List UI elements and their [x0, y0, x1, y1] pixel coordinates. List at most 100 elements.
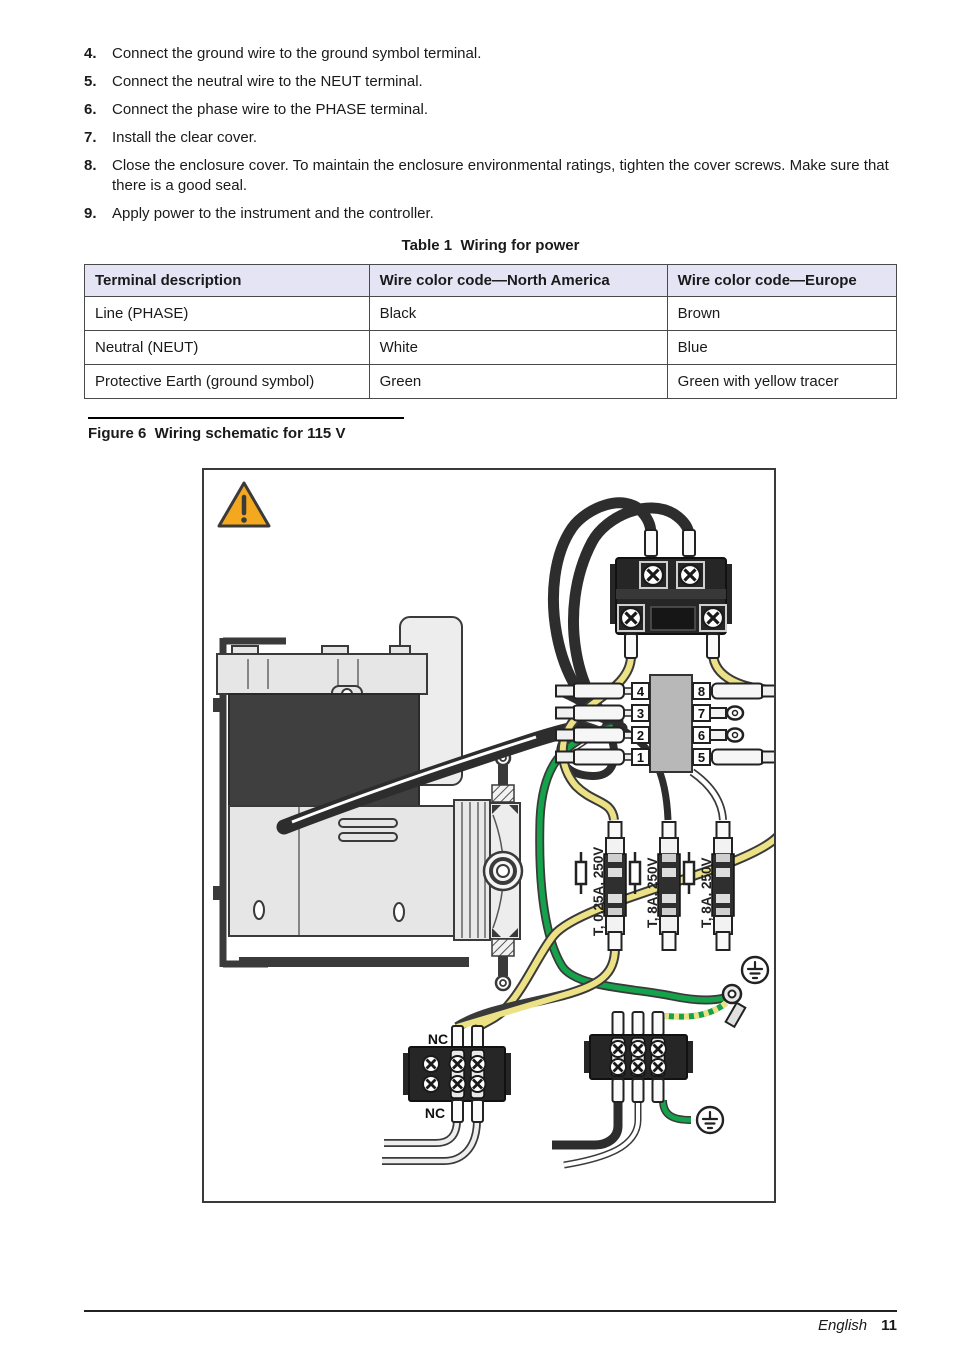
col-header-europe: Wire color code—Europe: [666, 264, 898, 297]
terminal-number: 2: [637, 728, 644, 743]
ferrule: [471, 1025, 484, 1049]
ferrule: [644, 529, 658, 557]
step-number: 4.: [84, 45, 97, 62]
col-header-terminal: Terminal description: [84, 264, 370, 297]
ground-icon: [695, 1105, 725, 1135]
green-yellow-striped-wire: [664, 1000, 728, 1020]
cell: Brown: [666, 296, 898, 331]
nc-terminal-block: NC NC: [403, 1025, 511, 1123]
white-output-wire: [563, 1100, 640, 1167]
ferrule: [651, 1011, 665, 1036]
step-item: 7. Install the clear cover.: [84, 128, 897, 148]
ferrule: [611, 1011, 625, 1036]
step-number: 5.: [84, 73, 97, 90]
fuse-2: T, 8A, 250V: [628, 821, 681, 951]
screw-icon: [648, 1057, 668, 1077]
green-ground-wire: [536, 724, 725, 1003]
fuse-1: T, 0.25A, 250V: [574, 821, 627, 951]
step-item: 9. Apply power to the instrument and the…: [84, 204, 897, 224]
connector-block: 4 3 2 1 8 7 6 5: [555, 674, 774, 773]
gray-wire-1: [384, 1119, 460, 1146]
nc-label-top: NC: [428, 1031, 448, 1047]
spade-connectors-left: [555, 682, 634, 766]
terminal-number: 7: [698, 706, 705, 721]
ferrule: [682, 529, 696, 557]
page-footer: English 11: [84, 1310, 897, 1334]
wiring-schematic-figure: 4 3 2 1 8 7 6 5: [202, 468, 776, 1203]
step-text: Close the enclosure cover. To maintain t…: [112, 157, 889, 194]
screw-icon: [628, 1057, 648, 1077]
terminal-number: 5: [698, 750, 705, 765]
step-number: 8.: [84, 157, 97, 174]
gland-nut-bottom: [491, 938, 515, 957]
wiring-table: Terminal description Wire color code—Nor…: [84, 264, 898, 399]
motor-body: [228, 805, 469, 967]
step-number: 9.: [84, 205, 97, 222]
black-output-wire: [552, 1100, 623, 1150]
footer-language: English: [817, 1317, 868, 1334]
cell: White: [368, 330, 668, 365]
table-title: Table 1 Wiring for power: [401, 237, 580, 254]
screw-icon: [701, 606, 725, 630]
footer-page-number: 11: [881, 1317, 897, 1334]
spade-connectors-right: [709, 682, 774, 766]
screw-icon: [421, 1054, 441, 1074]
terminal-number: 1: [637, 750, 644, 765]
step-item: 4. Connect the ground wire to the ground…: [84, 44, 897, 64]
pump-head: [482, 749, 524, 992]
output-terminal-block: [584, 1011, 693, 1103]
fuse-symbol-icon: [628, 860, 642, 886]
step-text: Connect the phase wire to the PHASE term…: [112, 101, 428, 118]
terminal-numbers: 4 3 2 1 8 7 6 5: [631, 682, 711, 766]
screw-icon: [421, 1074, 441, 1094]
cell: Black: [368, 296, 668, 331]
fuses: T, 0.25A, 250V T, 8A, 250V: [574, 821, 735, 951]
ferrule: [651, 1078, 665, 1103]
step-number: 7.: [84, 129, 97, 146]
figure-title: Figure 6 Wiring schematic for 115 V: [88, 417, 404, 442]
ground-icon: [740, 955, 770, 985]
terminal-number: 3: [637, 706, 644, 721]
fuse-label: T, 8A, 250V: [645, 857, 660, 928]
instruction-steps: 4. Connect the ground wire to the ground…: [84, 44, 897, 232]
screw-icon: [448, 1054, 467, 1074]
nc-label-bottom: NC: [425, 1105, 445, 1121]
col-header-na: Wire color code—North America: [368, 264, 668, 297]
fuse-symbol-icon: [574, 860, 588, 886]
screw-icon: [608, 1057, 628, 1077]
ring-terminal: [721, 983, 747, 1029]
table-header-row: Terminal description Wire color code—Nor…: [84, 264, 898, 297]
screw-icon: [448, 1074, 467, 1094]
step-text: Connect the ground wire to the ground sy…: [112, 45, 482, 62]
gray-wire-2: [382, 1119, 480, 1164]
step-item: 6. Connect the phase wire to the PHASE t…: [84, 100, 897, 120]
terminal-number: 4: [637, 684, 645, 699]
terminal-number: 6: [698, 728, 705, 743]
ferrule: [611, 1078, 625, 1103]
fuse-label: T, 8A, 250V: [699, 857, 714, 928]
ferrule: [451, 1099, 464, 1123]
fuse-3: T, 8A, 250V: [682, 821, 735, 951]
ferrule: [471, 1099, 484, 1123]
screw-icon: [468, 1054, 487, 1074]
step-item: 8. Close the enclosure cover. To maintai…: [84, 156, 897, 196]
power-terminal-block: [610, 529, 732, 659]
black-wire-neutral: [568, 502, 695, 734]
step-number: 6.: [84, 101, 97, 118]
screw-icon: [608, 1039, 628, 1059]
screw-icon: [678, 563, 702, 587]
table-row: Protective Earth (ground symbol) Green G…: [84, 364, 898, 399]
step-item: 5. Connect the neutral wire to the NEUT …: [84, 72, 897, 92]
ferrule: [631, 1078, 645, 1103]
terminal-number: 8: [698, 684, 705, 699]
ferrule: [631, 1011, 645, 1036]
fuse-label: T, 0.25A, 250V: [591, 847, 606, 936]
cell: Line (PHASE): [84, 296, 370, 331]
connector-body: [649, 674, 693, 773]
cell: Neutral (NEUT): [84, 330, 370, 365]
white-wire-to-fuse: [690, 770, 726, 821]
screw-icon: [641, 563, 665, 587]
step-text: Apply power to the instrument and the co…: [112, 205, 434, 222]
table-row: Neutral (NEUT) White Blue: [84, 330, 898, 365]
ferrule: [624, 633, 638, 659]
